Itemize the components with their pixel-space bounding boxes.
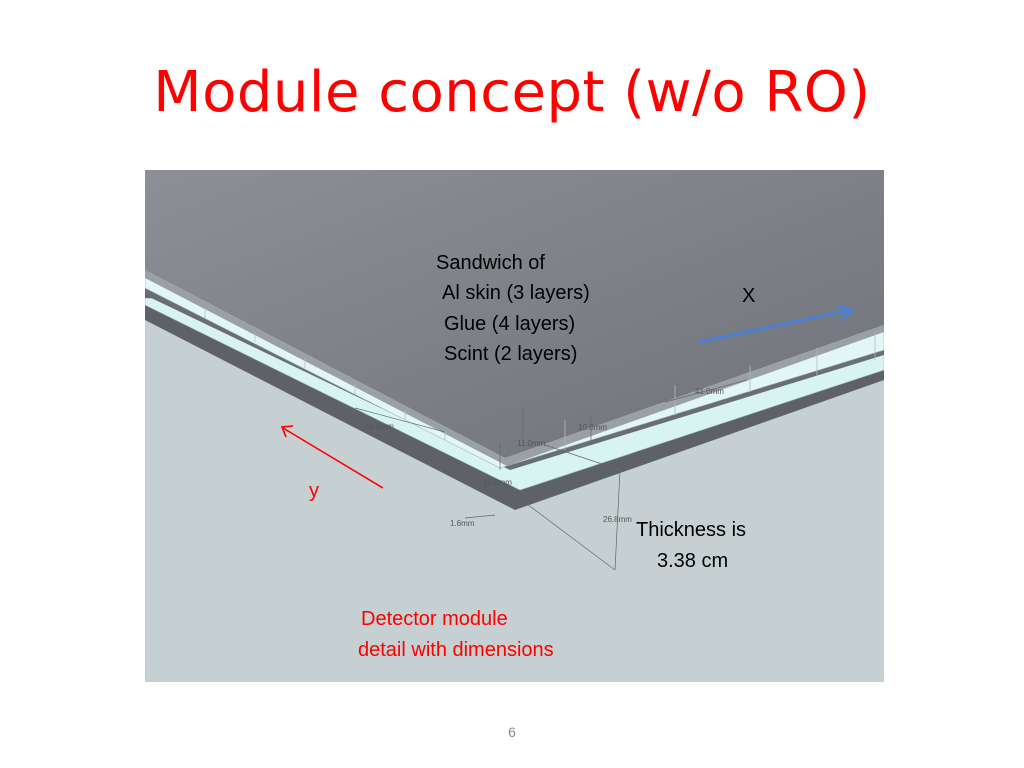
layer-glue: Glue (4 layers) bbox=[444, 313, 576, 335]
layer-scint: Scint (2 layers) bbox=[444, 343, 578, 365]
slide-title: Module concept (w/o RO) bbox=[153, 60, 871, 125]
caption-line-2: detail with dimensions bbox=[358, 639, 554, 661]
dim-41mm-left: 41.0mm bbox=[365, 422, 394, 431]
dimension-lines bbox=[354, 379, 748, 571]
dim-26-8mm: 26.8mm bbox=[603, 515, 632, 524]
caption-line-1: Detector module bbox=[361, 608, 508, 630]
y-axis-label: y bbox=[309, 480, 319, 502]
dim-11mm: 11.0mm bbox=[517, 439, 546, 448]
dim-41mm-right: 41.0mm bbox=[695, 387, 724, 396]
sandwich-heading: Sandwich of bbox=[436, 252, 545, 274]
dim-10mm-right: 10.0mm bbox=[578, 423, 607, 432]
page-number: 6 bbox=[508, 724, 516, 740]
layer-al-skin: Al skin (3 layers) bbox=[442, 282, 590, 304]
tile-separators bbox=[204, 310, 876, 450]
thickness-line-1: Thickness is bbox=[636, 519, 747, 541]
thickness-line-2: 3.38 cm bbox=[657, 550, 729, 572]
x-axis-arrow bbox=[699, 304, 856, 344]
y-axis-arrow bbox=[280, 425, 384, 489]
dim-1-6mm: 1.6mm bbox=[450, 519, 475, 528]
module-figure: 41.0mm 10.0mm 41.0mm 11.0mm 10.0mm 26.8m… bbox=[145, 170, 884, 682]
x-axis-label: X bbox=[742, 285, 756, 307]
module-render: 41.0mm 10.0mm 41.0mm 11.0mm 10.0mm 26.8m… bbox=[145, 170, 884, 682]
dim-10mm-left: 10.0mm bbox=[483, 478, 512, 487]
top-plate bbox=[145, 170, 884, 458]
